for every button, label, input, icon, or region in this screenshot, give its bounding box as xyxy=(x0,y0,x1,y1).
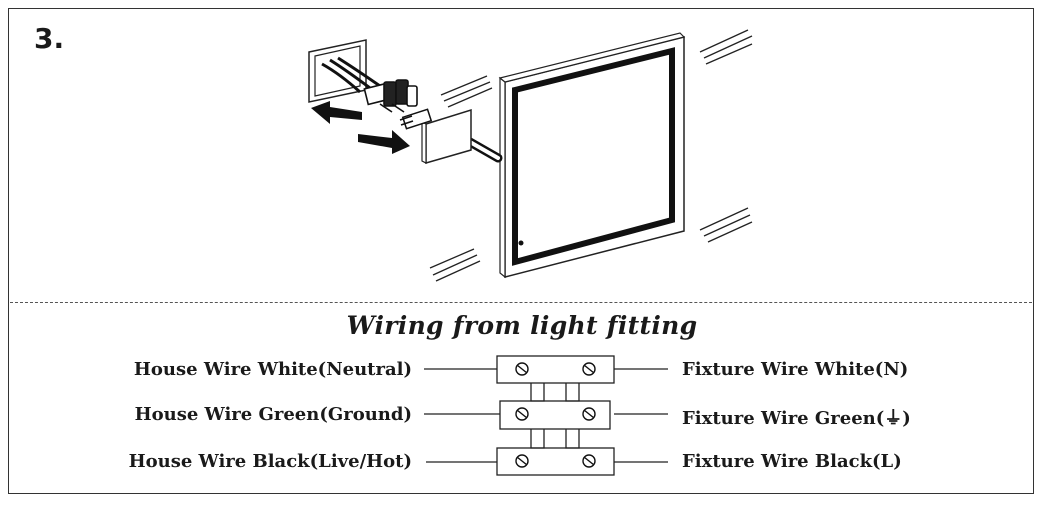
mirror-cable xyxy=(465,137,503,163)
wiring-title: Wiring from light fitting xyxy=(346,311,698,340)
terminal-block xyxy=(424,355,668,476)
terminal-screw-icon xyxy=(515,362,596,468)
house-wire-black-label: House Wire Black(Live/Hot) xyxy=(128,451,412,472)
section-divider xyxy=(10,302,1032,303)
step-number: 3. xyxy=(34,22,65,55)
house-wire-white-label: House Wire White(Neutral) xyxy=(133,359,412,380)
fixture-wire-black-label: Fixture Wire Black(L) xyxy=(682,451,902,472)
figure-frame xyxy=(8,8,1034,494)
mirror-mounting-plate-icon xyxy=(421,108,472,164)
direction-arrow-icon xyxy=(311,101,410,154)
plate-connector-icon xyxy=(399,108,433,130)
motion-lines xyxy=(429,29,753,282)
fixture-wire-white-label: Fixture Wire White(N) xyxy=(682,359,909,380)
fixture-wire-green-label: Fixture Wire Green(⏚) xyxy=(682,408,911,429)
house-wire-green-label: House Wire Green(Ground) xyxy=(134,404,412,425)
led-mirror-icon xyxy=(498,32,686,279)
wire-connector-icon xyxy=(363,79,418,113)
wall-junction-box-icon xyxy=(308,39,381,103)
